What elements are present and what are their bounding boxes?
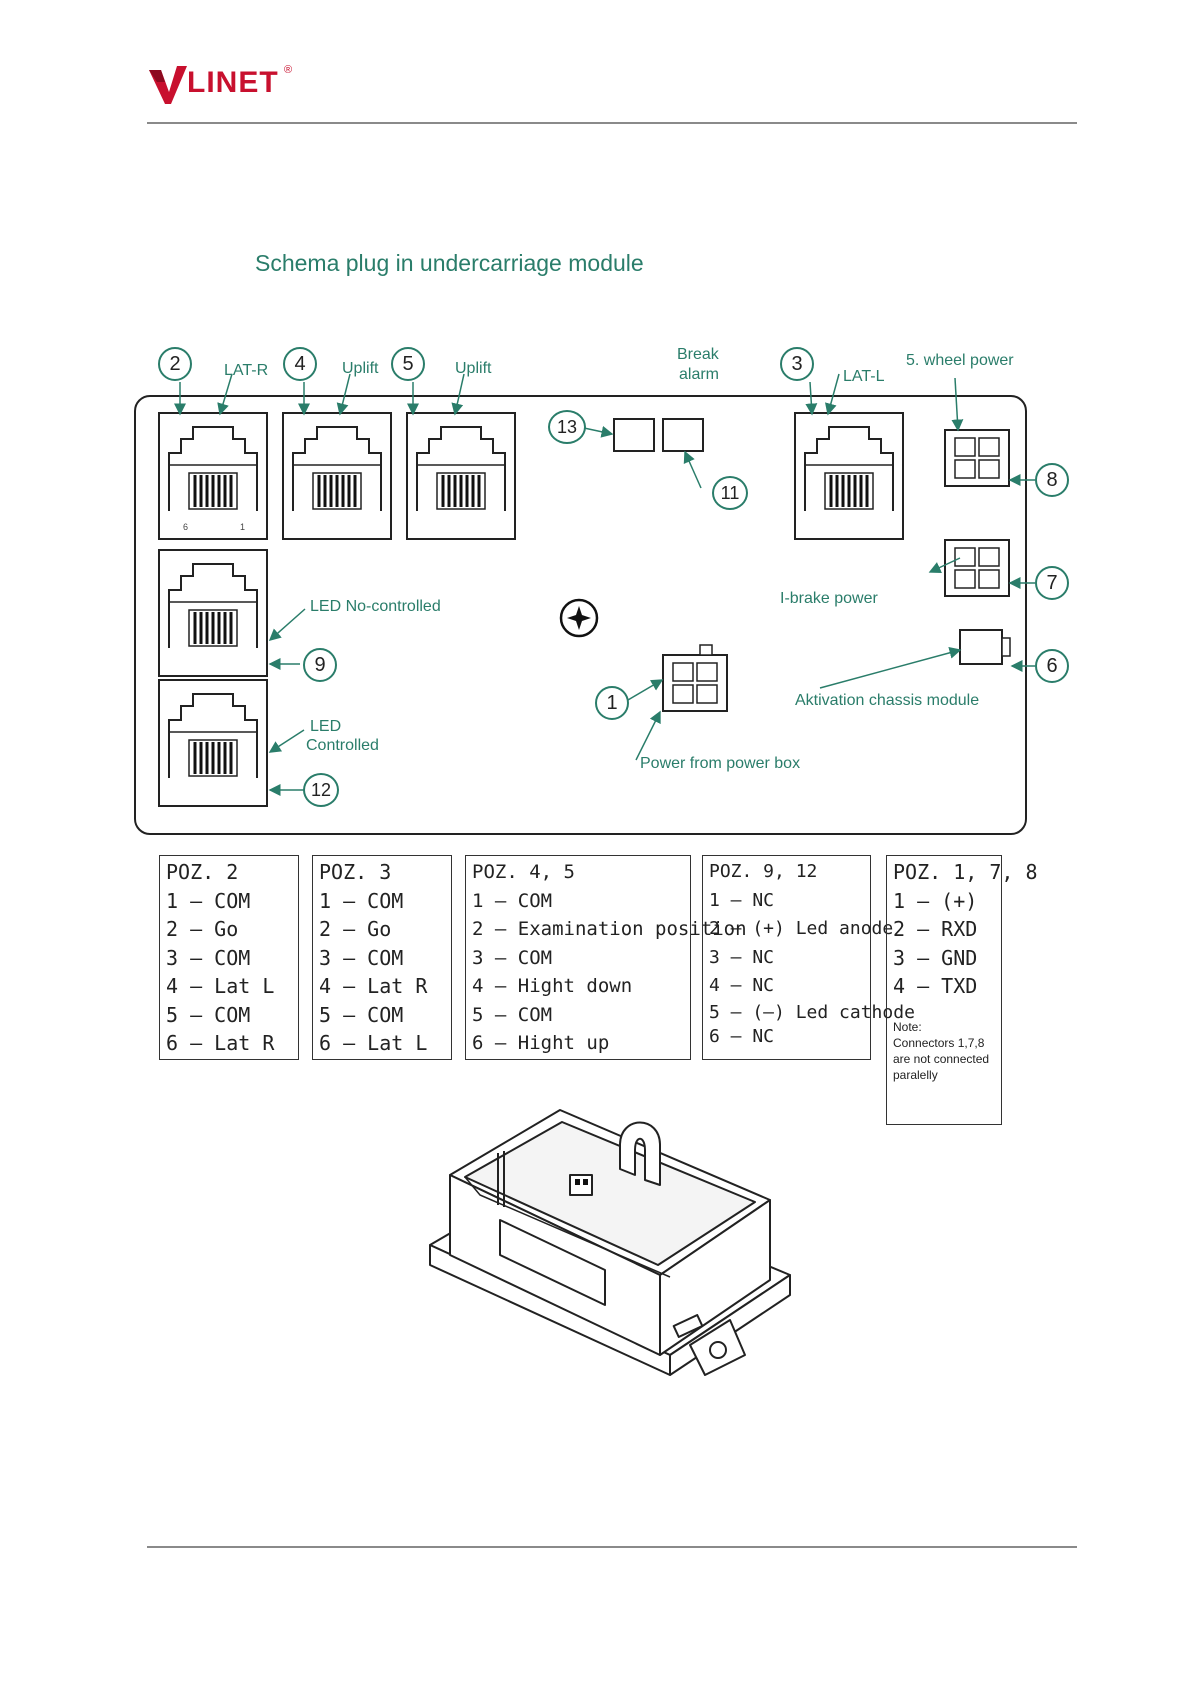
pinout-table-poz-4-5: POZ. 4, 5 1 – COM 2 – Examination positi…	[465, 855, 747, 1060]
table-row: 5 – (–) Led cathode	[709, 1001, 915, 1023]
marker-6: 6	[1035, 649, 1069, 683]
table-row: 2 – Go	[319, 917, 392, 941]
brand-logo: LINET ®	[147, 62, 297, 106]
label-uplift-4: Uplift	[342, 360, 379, 377]
module-board-outline	[134, 395, 1027, 835]
label-controlled: Controlled	[306, 737, 379, 754]
label-wheel-power: 5. wheel power	[906, 352, 1014, 369]
connector-7	[944, 539, 1010, 597]
header-rule	[147, 122, 1077, 124]
table-row: 6 – Lat R	[166, 1031, 275, 1055]
table-row: 4 – Lat R	[319, 974, 428, 998]
marker-2: 2	[158, 347, 192, 381]
marker-1: 1	[595, 686, 629, 720]
label-uplift-5: Uplift	[455, 360, 492, 377]
rj-jack-3	[793, 411, 905, 541]
table-row: 5 – COM	[319, 1002, 404, 1027]
diagram-title: Schema plug in undercarriage module	[255, 250, 644, 276]
note-line: Note:	[893, 1019, 922, 1034]
table-head: POZ. 2	[166, 860, 239, 884]
undercarriage-module-illustration	[429, 1109, 791, 1376]
table-head: POZ. 3	[319, 860, 392, 884]
table-row: 1 – COM	[472, 889, 553, 912]
marker-7: 7	[1035, 566, 1069, 600]
pin-label-1: 1	[240, 522, 246, 532]
logo-mark-icon	[149, 66, 187, 104]
label-aktivation: Aktivation chassis module	[795, 692, 980, 709]
label-power-from-box: Power from power box	[640, 755, 801, 772]
connector-13	[613, 418, 655, 452]
note-line: are not connected	[893, 1051, 990, 1066]
marker-5: 5	[391, 347, 425, 381]
table-row: 4 – TXD	[893, 974, 978, 998]
pin-label-6: 6	[183, 522, 189, 532]
table-row: 2 – (+) Led anode	[709, 918, 894, 939]
rj-jack-9	[157, 548, 269, 678]
table-head: POZ. 4, 5	[472, 861, 575, 883]
note-line: paralelly	[893, 1067, 938, 1082]
table-row: 4 – NC	[709, 975, 775, 996]
table-row: 5 – COM	[472, 1003, 553, 1026]
label-lat-l: LAT-L	[843, 368, 885, 385]
table-row: 6 – NC	[709, 1025, 775, 1047]
connector-6	[959, 629, 1003, 665]
table-row: 2 – RXD	[893, 917, 978, 941]
connector-8	[944, 429, 1010, 487]
connector-11	[662, 418, 704, 452]
label-led: LED	[310, 718, 342, 735]
marker-13: 13	[548, 410, 586, 444]
table-row: 3 – GND	[893, 945, 978, 970]
label-alarm: alarm	[679, 366, 720, 383]
table-row: 3 – COM	[472, 946, 553, 969]
table-row: 6 – Hight up	[472, 1032, 610, 1054]
rj-jack-2	[157, 411, 269, 541]
table-row: 6 – Lat L	[319, 1031, 428, 1055]
marker-11: 11	[712, 476, 748, 510]
pinout-table-poz-2: POZ. 2 1 – COM 2 – Go 3 – COM 4 – Lat L …	[159, 855, 299, 1060]
pinout-table-poz-3: POZ. 3 1 – COM 2 – Go 3 – COM 4 – Lat R …	[312, 855, 452, 1060]
rj-jack-4	[281, 411, 393, 541]
label-break: Break	[677, 346, 719, 363]
pinout-table-poz-1-7-8: POZ. 1, 7, 8 1 – (+) 2 – RXD 3 – GND 4 –…	[886, 855, 1038, 1125]
table-row: 4 – Hight down	[472, 975, 633, 997]
table-row: 4 – Lat L	[166, 974, 275, 998]
table-note: Note: Connectors 1,7,8 are not connected…	[893, 1019, 995, 1083]
marker-4: 4	[283, 347, 317, 381]
connector-1	[662, 654, 728, 712]
table-row: 1 – COM	[166, 888, 251, 913]
connector-drawing	[157, 373, 1035, 808]
table-row: 5 – COM	[166, 1002, 251, 1027]
table-row: 2 – Examination position	[472, 918, 747, 940]
marker-9: 9	[303, 648, 337, 682]
rj-jack-5	[405, 411, 517, 541]
label-led-no-controlled: LED No-controlled	[310, 598, 441, 615]
pinout-table-poz-9-12: POZ. 9, 12 1 – NC 2 – (+) Led anode 3 – …	[702, 855, 915, 1060]
label-ibrake-power: I-brake power	[780, 590, 878, 607]
table-row: 1 – COM	[319, 888, 404, 913]
table-row: 2 – Go	[166, 917, 239, 941]
marker-8: 8	[1035, 463, 1069, 497]
footer-rule	[147, 1546, 1077, 1548]
table-head: POZ. 9, 12	[709, 861, 818, 882]
table-head: POZ. 1, 7, 8	[893, 860, 1038, 884]
table-row: 1 – NC	[709, 889, 775, 911]
brand-name: LINET	[187, 66, 279, 99]
table-row: 3 – COM	[319, 945, 404, 970]
table-row: 3 – NC	[709, 946, 775, 968]
note-line: Connectors 1,7,8	[893, 1035, 985, 1050]
marker-12: 12	[303, 773, 339, 807]
marker-3: 3	[780, 347, 814, 381]
table-row: 3 – COM	[166, 945, 251, 970]
label-lat-r: LAT-R	[224, 362, 269, 379]
rj-jack-12	[157, 678, 269, 808]
registered-mark: ®	[284, 64, 293, 76]
table-row: 1 – (+)	[893, 888, 978, 913]
